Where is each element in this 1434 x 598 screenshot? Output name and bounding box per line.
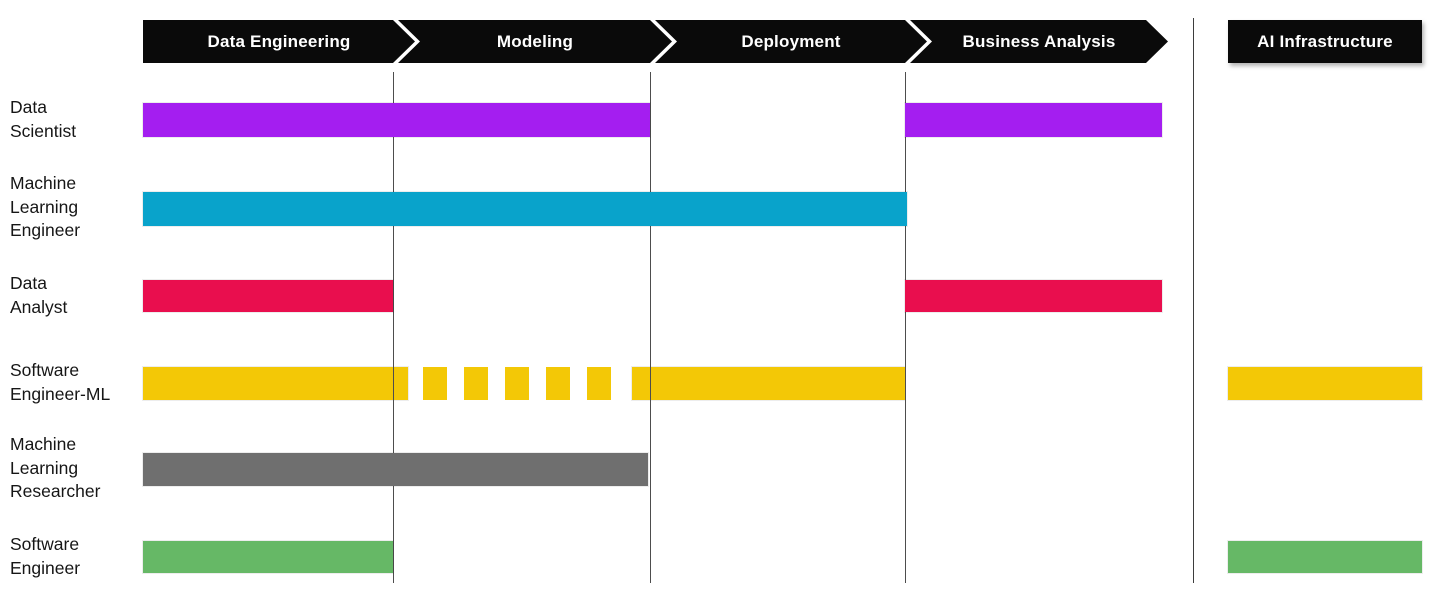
side-section-divider-line <box>1193 18 1194 583</box>
stage-label-modeling: Modeling <box>496 31 574 51</box>
stage-label-data-engineering: Data Engineering <box>207 31 351 51</box>
role-label-data-scientist: Data Scientist <box>10 97 77 141</box>
role-label-machine-learning-engineer: Machine Learning Engineer <box>10 173 81 240</box>
stage-arrow-business-analysis: Business Analysis <box>910 20 1168 63</box>
gridline-1 <box>393 72 394 583</box>
stage-box-ai-infrastructure: AI Infrastructure <box>1228 20 1422 63</box>
bar-software-engineer-ml-3 <box>1228 367 1422 400</box>
gridline-3 <box>905 72 906 583</box>
stage-arrow-data-engineering: Data Engineering <box>143 20 415 63</box>
bar-data-analyst-0 <box>143 280 393 312</box>
stage-label-business-analysis: Business Analysis <box>962 31 1116 51</box>
bar-machine-learning-researcher-0 <box>143 453 648 486</box>
role-label-data-analyst: Data Analyst <box>10 273 68 317</box>
bar-data-scientist-0 <box>143 103 650 137</box>
role-label-software-engineer-ml: Software Engineer-ML <box>10 360 111 404</box>
bar-data-scientist-1 <box>905 103 1162 137</box>
bar-software-engineer-ml-2 <box>632 367 905 400</box>
stage-label-ai-infrastructure: AI Infrastructure <box>1257 31 1393 51</box>
bar-software-engineer-0 <box>143 541 393 573</box>
bar-software-engineer-ml-0 <box>143 367 408 400</box>
bar-machine-learning-engineer-0 <box>143 192 907 226</box>
stage-label-deployment: Deployment <box>741 31 841 51</box>
stage-arrow-modeling: Modeling <box>398 20 672 63</box>
bar-software-engineer-ml-1 <box>423 367 611 400</box>
role-label-software-engineer: Software Engineer <box>10 534 81 578</box>
bar-software-engineer-1 <box>1228 541 1422 573</box>
role-label-machine-learning-researcher: Machine Learning Researcher <box>10 434 101 501</box>
bar-data-analyst-1 <box>905 280 1162 312</box>
stage-arrow-deployment: Deployment <box>655 20 927 63</box>
gridline-2 <box>650 72 651 583</box>
